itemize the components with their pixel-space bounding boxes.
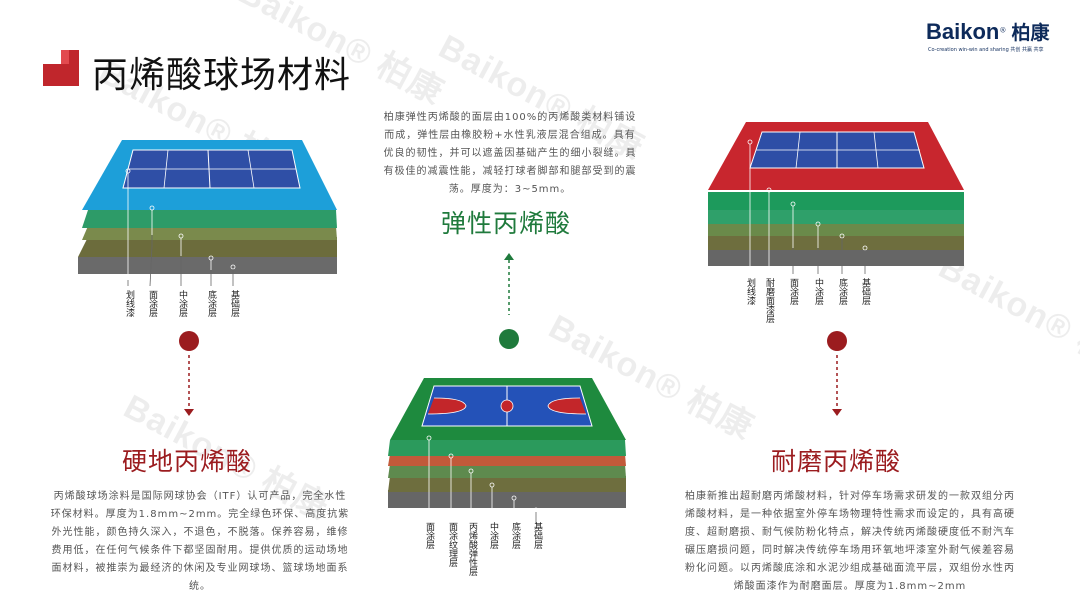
hard-layer-label: 划线漆: [124, 290, 134, 317]
hard-description: 丙烯酸球场涂料是国际网球协会（ITF）认可产品，完全水性环保材料。厚度为1.8m…: [50, 491, 350, 592]
page-title: 丙烯酸球场材料: [92, 55, 352, 96]
brand-logo: Baikon® 柏康 Co-creation win-win and shari…: [926, 18, 1062, 56]
hard-acrylic-layers-illustration: [78, 140, 337, 274]
wear-acrylic-layers-illustration: [708, 122, 964, 266]
elastic-layer-label: 丙烯酸弹性层: [467, 522, 477, 576]
wear-title: 耐磨丙烯酸: [771, 447, 902, 476]
hard-arrow-icon: [184, 355, 194, 416]
logo-registered: ®: [999, 26, 1007, 35]
wear-layer-callouts: [747, 139, 868, 274]
wear-layer-label: 基础层: [860, 278, 870, 305]
elastic-arrow-icon: [504, 253, 514, 315]
elastic-layer-label: 中涂层: [488, 522, 498, 549]
wear-dot: [827, 331, 847, 351]
elastic-acrylic-layers-illustration: [388, 378, 626, 508]
hard-layer-label: 基础层: [229, 290, 239, 317]
wear-arrow-icon: [832, 355, 842, 416]
wear-layer-label: 耐磨面漆层: [764, 278, 774, 323]
hard-layer-label: 中涂层: [177, 290, 187, 317]
wear-layer-label: 划线漆: [745, 278, 755, 305]
logo-chinese: 柏康: [1011, 22, 1050, 44]
hard-title: 硬地丙烯酸: [122, 447, 253, 476]
elastic-description: 柏康弹性丙烯酸的面层由100%的丙烯酸类材料铺设而成，弹性层由橡胶粉+水性乳液层…: [383, 112, 637, 195]
hard-dot: [179, 331, 199, 351]
hard-layer-label: 面涂层: [147, 290, 157, 317]
elastic-layer-label: 面涂层: [424, 522, 434, 549]
hard-layer-label: 底涂层: [206, 290, 216, 317]
logo-tagline: Co-creation win-win and sharing 共创 共赢 共享: [928, 47, 1044, 53]
logo-name: Baikon: [926, 19, 1000, 44]
hard-layer-callouts: [125, 168, 236, 287]
wear-layer-label: 底涂层: [837, 278, 847, 305]
wear-description: 柏康新推出超耐磨丙烯酸材料，针对停车场需求研发的一款双组分丙烯酸材料，是一种依据…: [685, 491, 1015, 592]
elastic-layer-label: 面涂纹理层: [447, 522, 457, 567]
elastic-layer-label: 基础层: [532, 522, 542, 549]
wear-layer-label: 面涂层: [788, 278, 798, 305]
elastic-layer-callouts: [426, 435, 539, 524]
wear-layer-label: 中涂层: [813, 278, 823, 305]
elastic-layer-label: 底涂层: [510, 522, 520, 549]
elastic-dot: [499, 329, 519, 349]
elastic-title: 弹性丙烯酸: [441, 209, 572, 238]
title-mark-icon: [43, 50, 79, 86]
